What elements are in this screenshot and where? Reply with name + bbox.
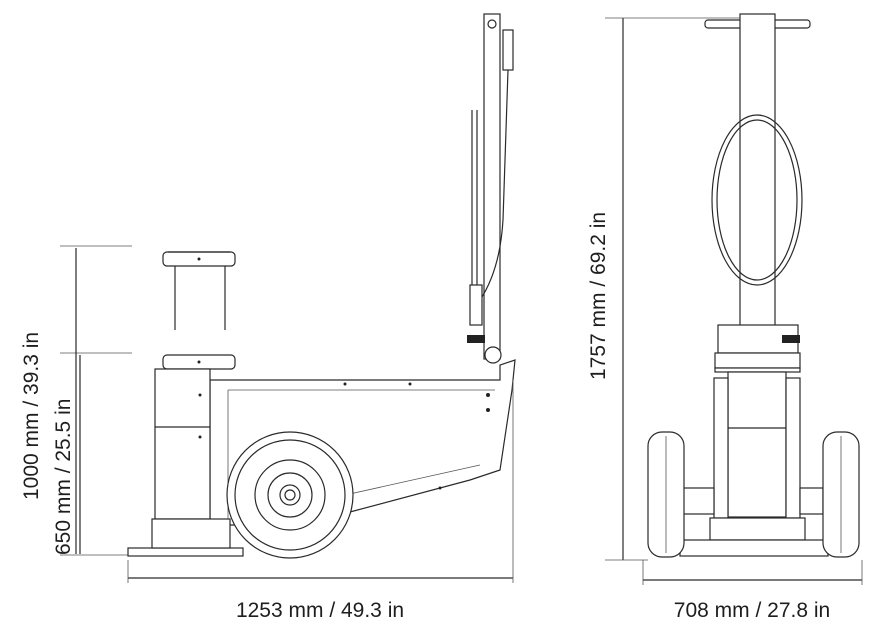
side-view bbox=[60, 13, 516, 559]
total-height-label: 1757 mm / 69.2 in bbox=[587, 212, 610, 380]
min-height-label: 650 mm / 25.5 in bbox=[52, 399, 75, 555]
raised-ram bbox=[162, 251, 236, 330]
handle-mast bbox=[467, 13, 514, 364]
jack-cylinder bbox=[151, 354, 236, 549]
length-label: 1253 mm / 49.3 in bbox=[236, 599, 404, 622]
wheel bbox=[226, 431, 354, 559]
dimension-lines bbox=[75, 17, 863, 585]
front-view bbox=[647, 13, 860, 558]
max-height-label: 1000 mm / 39.3 in bbox=[20, 332, 43, 500]
width-label: 708 mm / 27.8 in bbox=[674, 599, 830, 622]
